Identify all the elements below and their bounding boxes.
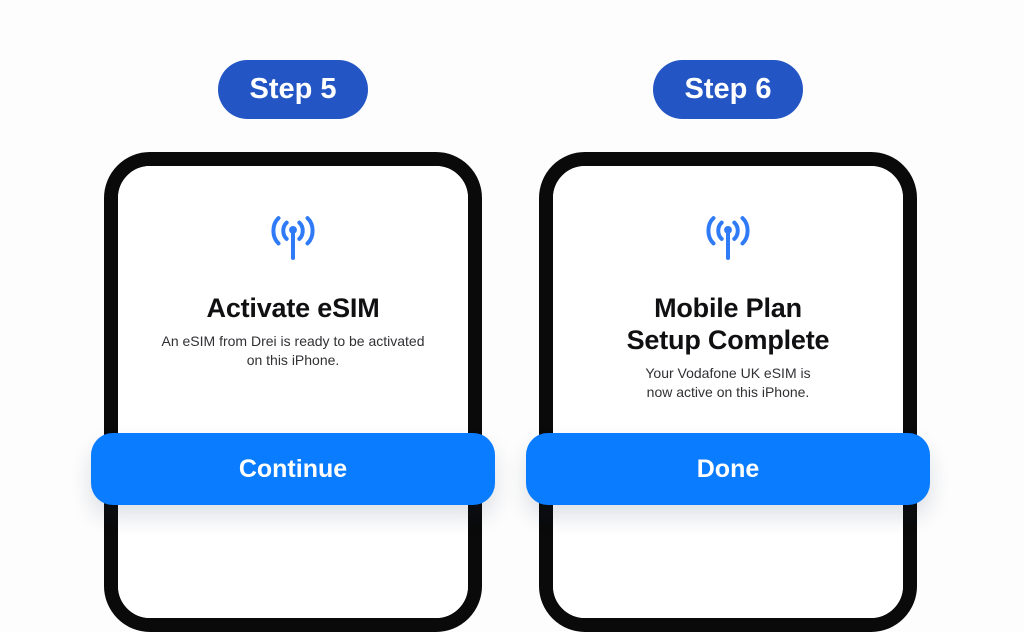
done-button[interactable]: Done — [526, 433, 930, 505]
cellular-antenna-icon — [706, 216, 750, 260]
screen-subtitle: An eSIM from Drei is ready to be activat… — [161, 333, 425, 368]
step-badge: Step 5 — [218, 60, 368, 119]
iphone-frame: Activate eSIM An eSIM from Drei is ready… — [104, 152, 482, 632]
iphone-screen: Activate eSIM An eSIM from Drei is ready… — [118, 166, 468, 618]
step-5-panel: Step 5 Activate eSIM An eSIM from Drei i… — [83, 0, 503, 632]
continue-button[interactable]: Continue — [91, 433, 495, 505]
screen-subtitle: Your Vodafone UK eSIM is now active on t… — [645, 365, 811, 400]
screen-title: Mobile Plan Setup Complete — [626, 293, 830, 355]
step-6-panel: Step 6 Mobile Plan Setup Complete Your V… — [518, 0, 938, 632]
step-badge: Step 6 — [653, 60, 803, 119]
cellular-antenna-icon — [271, 216, 315, 260]
iphone-frame: Mobile Plan Setup Complete Your Vodafone… — [539, 152, 917, 632]
screen-title: Activate eSIM — [206, 293, 380, 323]
iphone-screen: Mobile Plan Setup Complete Your Vodafone… — [553, 166, 903, 618]
